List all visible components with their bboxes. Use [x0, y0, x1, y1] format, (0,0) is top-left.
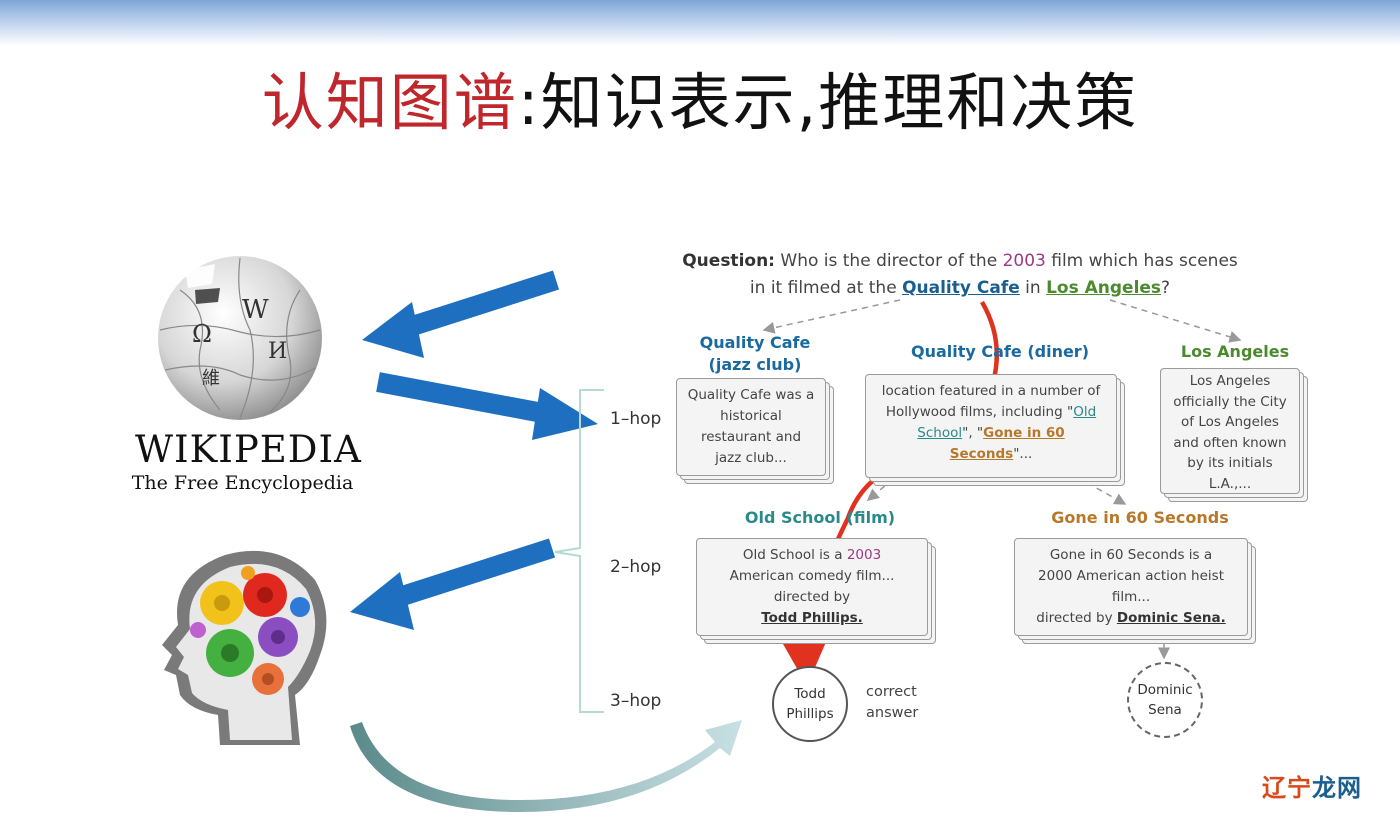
watermark-part2: 龙网 [1312, 774, 1362, 802]
card-old-school-line3: directed by [773, 589, 851, 605]
question-entity-quality-cafe: Quality Cafe [902, 278, 1020, 298]
card-old-school-line2: American comedy film... [729, 568, 895, 584]
card-qc-jazz-line3: restaurant and [700, 429, 802, 445]
w-glyph: W [242, 295, 269, 325]
card-gone60: Gone in 60 Seconds is a 2000 American ac… [1014, 538, 1248, 636]
wikipedia-globe-icon: Ω W И 維 [158, 256, 322, 420]
blue-arrow-to-1hop [376, 372, 598, 440]
gear-green [206, 629, 254, 677]
node-title-qc-jazz-line2: (jazz club) [708, 355, 802, 374]
top-gradient-bar [0, 0, 1400, 46]
gear-blue [190, 566, 310, 638]
node-title-old-school: Old School (film) [744, 508, 896, 527]
card-old-school: Old School is a 2003 American comedy fil… [696, 538, 928, 636]
question-text: Question: Who is the director of the 200… [640, 248, 1280, 302]
gear-red [243, 573, 287, 617]
card-gone60-line3: film... [1111, 589, 1151, 605]
node-title-gone60: Gone in 60 Seconds [1051, 508, 1229, 527]
card-old-school-year: 2003 [846, 547, 882, 563]
card-old-school-director: Todd Phillips. [761, 610, 863, 626]
hop-label-2: 2–hop [610, 557, 662, 577]
question-part4: in [1019, 278, 1047, 298]
i-glyph: И [268, 339, 287, 364]
wei-glyph: 維 [202, 368, 220, 389]
card-qc-diner-line1: location featured in a number of [881, 383, 1101, 399]
watermark-part1: 辽宁 [1262, 774, 1312, 802]
link-question-jazz [762, 299, 901, 334]
title-highlight: 认知图谱 [261, 66, 518, 139]
link-old-school-a: Old [1073, 404, 1097, 420]
curved-arrow-to-answer [350, 720, 742, 812]
link-old-school-b: School [917, 425, 963, 441]
card-qc-diner-line2: Hollywood films, including " [885, 404, 1074, 420]
card-la-line6: L.A.,... [1208, 475, 1252, 492]
correct-label-line2: answer [866, 705, 919, 721]
correct-label-line1: correct [866, 684, 917, 700]
card-qc-jazz-line4: jazz club... [715, 450, 787, 466]
node-title-qc-jazz-line1: Quality Cafe [699, 333, 811, 352]
blue-arrow-to-wikipedia [362, 270, 560, 358]
card-qc-jazz-line1: Quality Cafe was a [687, 387, 815, 403]
question-entity-los-angeles: Los Angeles [1046, 278, 1162, 298]
card-gone60-line1: Gone in 60 Seconds is a [1049, 547, 1213, 563]
node-title-qc-jazz: Quality Cafe (jazz club) [690, 332, 820, 376]
question-part5: ? [1161, 278, 1171, 298]
card-la: Los Angeles officially the City of Los A… [1160, 368, 1300, 494]
link-question-la [1109, 299, 1242, 343]
brain-gears-icon [162, 550, 327, 745]
hop-label-1: 1–hop [610, 409, 662, 429]
wikipedia-wordmark: WIKIPEDIA [135, 428, 362, 471]
card-gone60-line4: directed by [1036, 610, 1117, 626]
slide-title: 认知图谱:知识表示,推理和决策 [0, 52, 1400, 142]
answer-todd-line2: Phillips [786, 706, 834, 722]
answer-node-dominic-sena: Dominic Sena [1127, 662, 1203, 738]
card-qc-diner-sep: ", " [962, 425, 984, 441]
answer-todd-line1: Todd [794, 686, 826, 702]
link-gone60-b: Seconds [949, 446, 1014, 462]
answer-dominic-line2: Sena [1148, 702, 1182, 718]
question-part1: Who is the director of the [780, 251, 1003, 271]
watermark-logo: 辽宁龙网 [1262, 768, 1362, 803]
hop-brace [554, 389, 604, 713]
question-part3: in it filmed at the [749, 278, 903, 298]
gear-yellow [200, 581, 244, 625]
node-title-qc-diner: Quality Cafe (diner) [910, 342, 1090, 361]
card-qc-diner-end: "... [1013, 446, 1033, 462]
card-la-line4: and often known [1173, 434, 1287, 451]
gear-orange [252, 663, 284, 695]
answer-dominic-line1: Dominic [1137, 682, 1193, 698]
gear-purple [258, 617, 298, 657]
card-qc-jazz: Quality Cafe was a historical restaurant… [676, 378, 826, 476]
link-gone60-a: Gone in 60 [983, 425, 1065, 441]
omega-glyph: Ω [192, 320, 212, 348]
question-year: 2003 [1002, 251, 1046, 271]
card-la-line2: officially the City [1173, 393, 1287, 410]
wikipedia-tagline: The Free Encyclopedia [131, 472, 354, 494]
link-diner-oldschool [866, 464, 911, 501]
blue-arrow-to-brain [350, 538, 556, 630]
question-part2: film which has scenes [1045, 251, 1238, 271]
hop-label-3: 3–hop [610, 691, 662, 711]
card-old-school-line1: Old School is a [742, 547, 847, 563]
card-gone60-line2: 2000 American action heist [1038, 568, 1224, 584]
node-title-la: Los Angeles [1180, 342, 1290, 361]
card-la-line5: by its initials [1187, 455, 1273, 471]
answer-node-todd-phillips: Todd Phillips [772, 666, 848, 742]
title-rest: :知识表示,推理和决策 [517, 66, 1139, 139]
card-qc-diner: location featured in a number of Hollywo… [865, 374, 1117, 478]
card-la-line3: of Los Angeles [1181, 414, 1279, 430]
card-gone60-director: Dominic Sena. [1116, 610, 1226, 626]
card-la-line1: Los Angeles [1189, 373, 1271, 389]
card-qc-jazz-line2: historical [720, 408, 782, 424]
question-label: Question: [682, 251, 775, 271]
correct-answer-label: correct answer [866, 682, 918, 724]
